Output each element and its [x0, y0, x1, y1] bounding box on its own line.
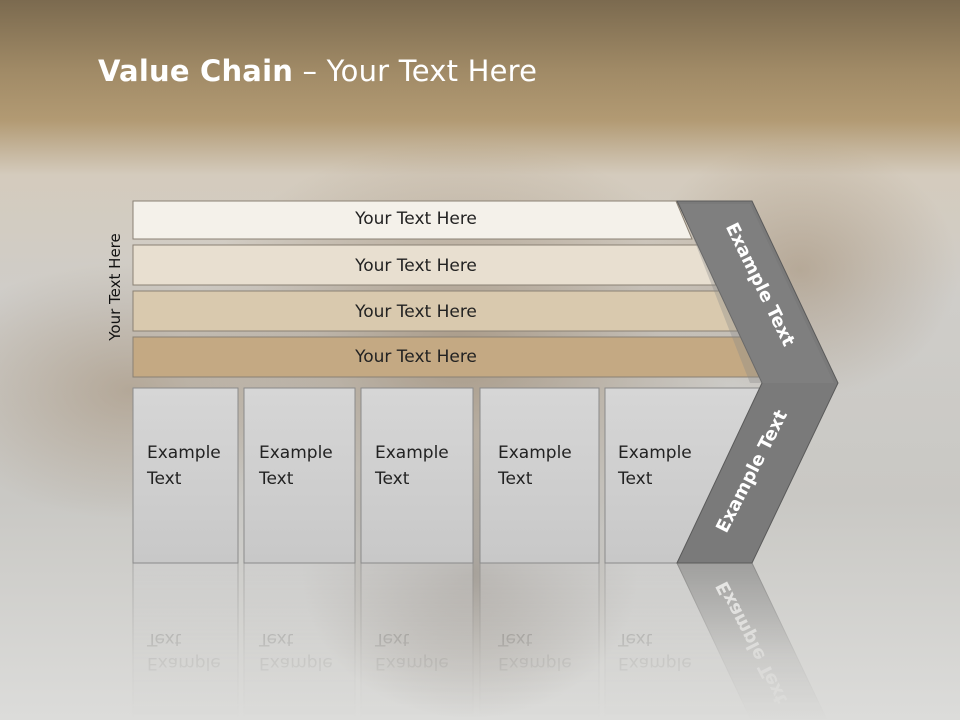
reflection-text: Text [146, 629, 182, 649]
column-text-3: Example Text [375, 440, 449, 492]
column-text-2: Example Text [259, 440, 333, 492]
column-text-line: Example [375, 443, 449, 463]
reflection-text: Text [374, 629, 410, 649]
column-text-line: Text [618, 469, 653, 489]
column-box-2 [243, 387, 356, 564]
value-chevron [676, 200, 839, 564]
reflection-text: Example [375, 653, 449, 673]
reflection-text: Example [498, 653, 572, 673]
column-text-line: Text [147, 469, 182, 489]
column-text-line: Text [259, 469, 294, 489]
column-text-line: Example [259, 443, 333, 463]
column-text-5: Example Text [618, 440, 692, 492]
row-label-4: Your Text Here [354, 347, 477, 367]
row-label-3: Your Text Here [354, 302, 477, 322]
reflection-text: Example [259, 653, 333, 673]
column-box-1 [132, 387, 239, 564]
reflection-text: Text [258, 629, 294, 649]
row-label-1: Your Text Here [354, 209, 477, 229]
column-text-line: Example [618, 443, 692, 463]
chevron-highlight [680, 204, 834, 383]
column-box-3 [360, 387, 474, 564]
slide-title-bold: Value Chain [98, 54, 294, 88]
column-text-1: Example Text [147, 440, 221, 492]
column-text-line: Example [147, 443, 221, 463]
reflection-text: Example [618, 653, 692, 673]
row-bar-1 [132, 200, 693, 240]
reflection-text: Text [497, 629, 533, 649]
slide-title: Value Chain – Your Text Here [98, 54, 537, 88]
column-text-line: Text [498, 469, 533, 489]
column-text-line: Example [498, 443, 572, 463]
reflection-text: Example [147, 653, 221, 673]
slide-title-rest: – Your Text Here [293, 54, 538, 88]
reflection-text: Text [617, 629, 653, 649]
row-label-2: Your Text Here [354, 256, 477, 276]
column-text-4: Example Text [498, 440, 572, 492]
column-box-4 [479, 387, 600, 564]
column-text-line: Text [375, 469, 410, 489]
